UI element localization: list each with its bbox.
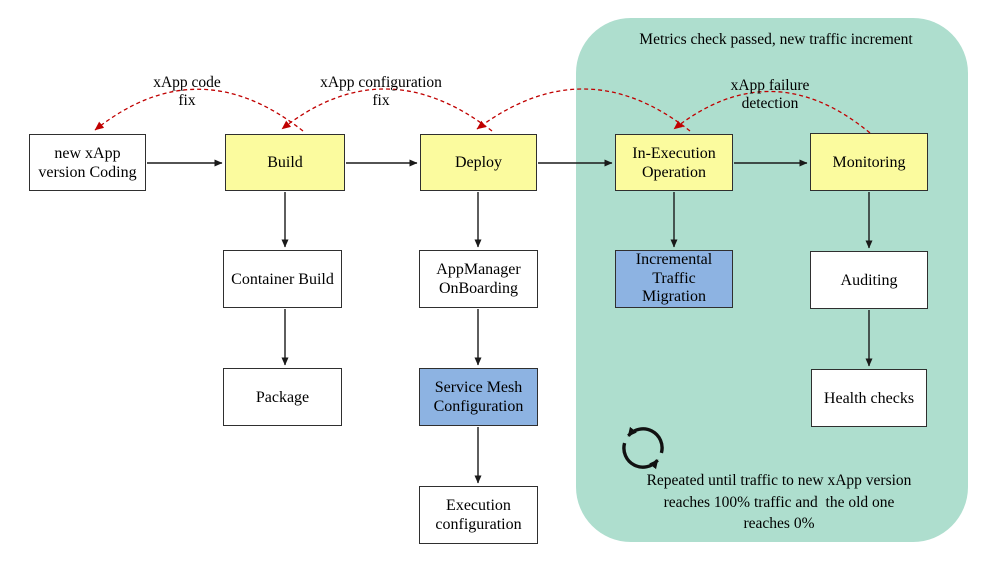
node-health-checks: Health checks [811,369,927,427]
node-package: Package [223,368,342,426]
node-container-build: Container Build [223,250,342,308]
panel-repeat-note: Repeated until traffic to new xApp versi… [646,472,912,532]
node-monitoring: Monitoring [810,133,928,191]
panel-header-text: Metrics check passed, new traffic increm… [639,31,913,48]
node-in-execution-operation: In-Execution Operation [615,134,733,191]
label-xapp-code-fix: xApp code fix [153,74,221,109]
node-execution-configuration: Execution configuration [419,486,538,544]
node-appmanager-onboarding: AppManager OnBoarding [419,250,538,308]
node-build: Build [225,134,345,191]
node-service-mesh-configuration: Service Mesh Configuration [419,368,538,426]
label-xapp-failure-detection: xApp failure detection [730,77,810,112]
node-incremental-traffic-migration: Incremental Traffic Migration [615,250,733,308]
node-auditing: Auditing [810,251,928,309]
label-xapp-configuration-fix: xApp configuration fix [320,74,442,109]
node-deploy: Deploy [420,134,537,191]
node-new-xapp-version-coding: new xApp version Coding [29,134,146,191]
